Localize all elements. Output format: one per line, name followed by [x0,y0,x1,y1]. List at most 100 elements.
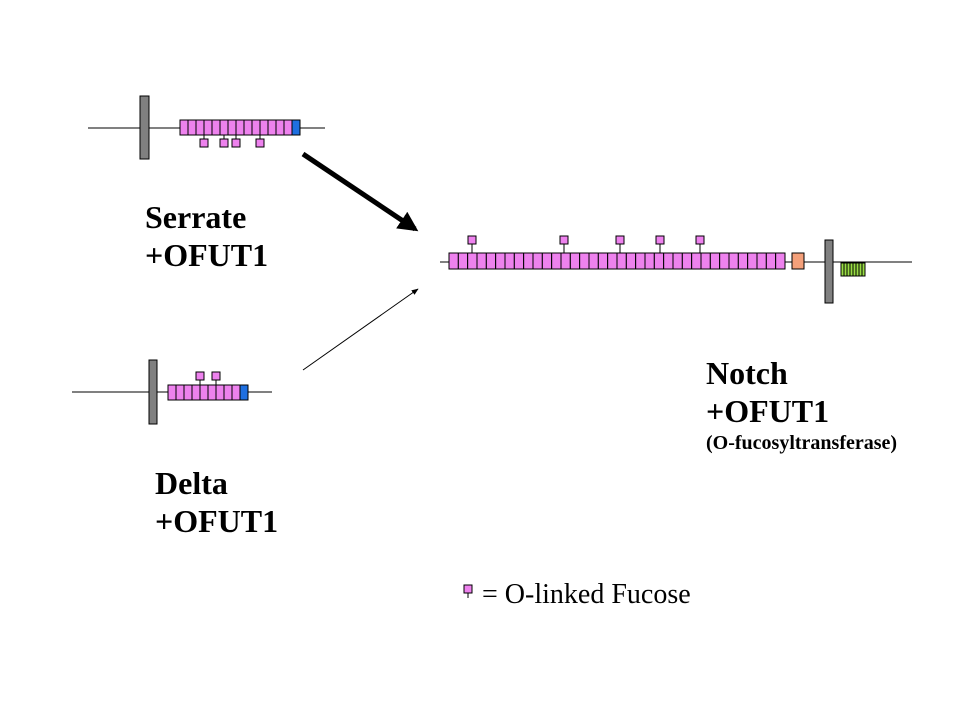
egf-repeat [597,252,609,270]
notch-membrane [824,239,834,304]
egf-repeat [211,119,221,136]
serrate-modifier: +OFUT1 [145,237,269,273]
egf-repeat [207,384,217,401]
notch-ankyrin-repeats [840,262,866,277]
notch-note: (O-fucosyltransferase) [706,432,898,454]
egf-repeat [199,384,209,401]
egf-repeat [765,252,777,270]
egf-repeat [195,119,205,136]
egf-repeat [243,119,253,136]
delta-label: Delta +OFUT1 [155,464,278,540]
egf-repeat [532,252,543,270]
egf-repeat [251,119,261,136]
egf-repeat [191,384,201,401]
notch-label: Notch +OFUT1 (O-fucosyltransferase) [706,354,897,456]
delta-modifier: +OFUT1 [155,503,279,539]
fucose-icon [255,135,265,148]
serrate-label: Serrate +OFUT1 [145,198,268,274]
fucose-icon [655,235,665,253]
notch-lnr-domain [791,252,805,270]
egf-repeat [219,119,229,136]
fucose-icon [695,235,705,253]
serrate-dsl-domain [291,119,301,136]
egf-repeat [223,384,233,401]
egf-repeat [756,252,767,270]
fucose-icon [467,235,477,253]
egf-repeat [457,252,469,270]
egf-repeat [259,119,269,136]
serrate-egf-repeats [179,119,293,136]
egf-repeat [183,384,193,401]
egf-repeat [495,252,506,270]
serrate-name: Serrate [145,199,247,235]
delta-membrane [148,359,158,425]
serrate-to-notch-arrow-icon [301,151,419,232]
egf-repeat [625,252,637,270]
notch-modifier: +OFUT1 [706,393,830,429]
egf-repeat [560,252,571,270]
legend-fucose-icon [463,584,473,598]
ankyrin-repeat [861,262,866,277]
fucose-icon [195,371,205,385]
egf-repeat [588,252,599,270]
egf-repeat [775,252,786,270]
egf-repeat [709,252,721,270]
egf-repeat [448,252,459,270]
notch-fucose-sites [467,235,705,253]
egf-repeat [267,119,277,136]
legend-text: = O-linked Fucose [482,579,691,610]
egf-repeat [179,119,189,136]
egf-repeat [579,252,590,270]
fucose-icon [231,135,241,148]
serrate-membrane [139,95,150,160]
fucose-icon [615,235,625,253]
egf-repeat [737,252,749,270]
serrate-protein [88,95,325,160]
notch-name: Notch [706,355,788,391]
fucose-icon [199,135,209,148]
egf-repeat [700,252,711,270]
fucose-icon [219,135,229,148]
egf-repeat [569,252,581,270]
egf-repeat [504,252,515,270]
notch-egf-repeats [448,252,786,270]
egf-repeat [203,119,213,136]
fucose-icon [559,235,569,253]
egf-repeat [691,252,702,270]
egf-repeat [476,252,487,270]
delta-egf-repeats [167,384,241,401]
delta-to-notch-arrow-icon [302,288,419,371]
fucose-icon [211,371,221,385]
egf-repeat [672,252,683,270]
egf-repeat [728,252,739,270]
egf-repeat [719,252,730,270]
notch-protein [440,235,912,304]
egf-repeat [644,252,655,270]
egf-repeat [635,252,646,270]
egf-repeat [467,252,478,270]
delta-name: Delta [155,465,228,501]
egf-repeat [616,252,627,270]
serrate-fucose-sites [199,135,265,148]
egf-repeat [607,252,618,270]
egf-repeat [747,252,758,270]
egf-repeat [227,119,237,136]
egf-repeat [681,252,693,270]
egf-repeat [275,119,285,136]
egf-repeat [175,384,185,401]
egf-repeat [523,252,534,270]
egf-repeat [215,384,225,401]
egf-repeat [551,252,562,270]
delta-dsl-domain [239,384,249,401]
egf-repeat [653,252,665,270]
egf-repeat [167,384,177,401]
egf-repeat [513,252,525,270]
egf-repeat [231,384,241,401]
egf-repeat [541,252,553,270]
egf-repeat [235,119,245,136]
egf-repeat [485,252,497,270]
egf-repeat [187,119,197,136]
delta-protein [72,359,272,425]
delta-fucose-sites [195,371,221,385]
